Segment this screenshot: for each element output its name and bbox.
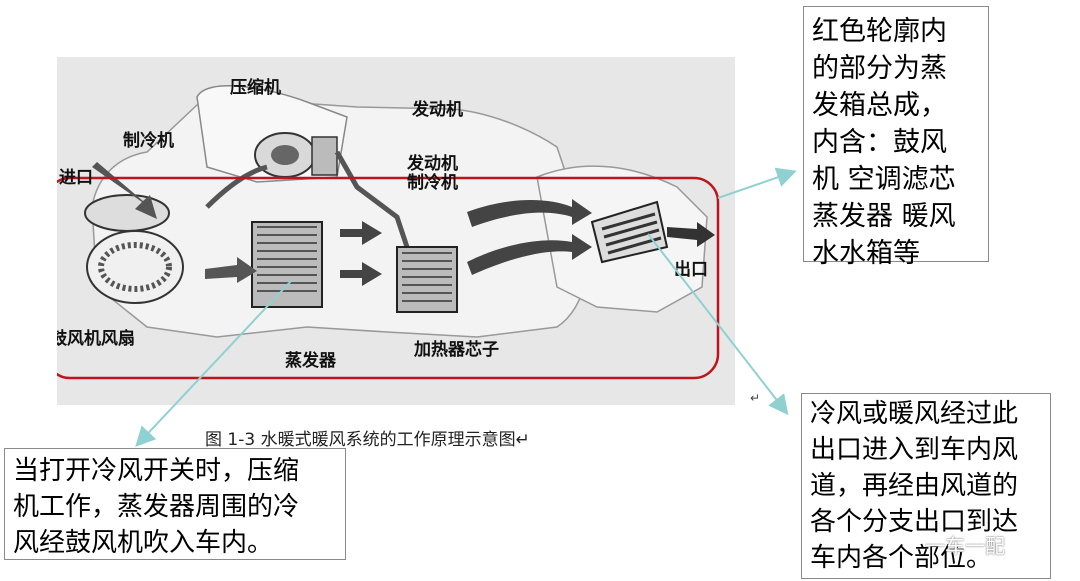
airflow-arrow-icon [467,234,592,275]
compressor-icon [254,132,338,178]
watermark: 一车一配 [925,534,1005,558]
callout-evaporator-assembly: 红色轮廓内 的部分为蒸 发箱总成， 内含：鼓风 机 空调滤芯 蒸发器 暖风 水水… [803,6,989,269]
airflow-arrow-icon [340,221,382,245]
return-mark: ↵ [750,391,761,405]
heater-core-icon [396,246,458,313]
label-evaporator: 蒸发器 [285,350,337,371]
label-compressor: 压缩机 [230,77,281,98]
figure-caption: 图 1-3 水暖式暖风系统的工作原理示意图↵ [205,430,530,450]
refrigerant-pipe [205,164,268,209]
callout-text: 红色轮廓内 的部分为蒸 发箱总成， 内含：鼓风 机 空调滤芯 蒸发器 暖风 水水… [812,16,956,269]
callout-cold-air: 当打开冷风开关时，压缩 机工作，蒸发器周围的冷 风经鼓风机吹入车内。 [4,448,346,560]
callout-outlet: 冷风或暖风经过此 出口进入到车内风 道，再经由风道的 各个分支出口到达 车内各个… [801,393,1051,579]
label-inlet: 进口 [59,168,93,188]
evaporator-icon [251,221,323,308]
airflow-arrow-icon [467,199,592,227]
inlet-arrow-icon [92,162,157,219]
label-engine-2: 发动机 [406,153,458,174]
blower-fan-icon [84,194,184,304]
hvac-diagram-figure: 压缩机 发动机 制冷机 发动机 制冷机 进口 出口 鼓风机风扇 蒸发器 加热器芯… [57,57,735,405]
airflow-arrow-icon [340,262,382,286]
label-refrigerant: 制冷机 [123,130,174,151]
heater-pipe [334,150,410,248]
hvac-diagram-drawing: 压缩机 发动机 制冷机 发动机 制冷机 进口 出口 鼓风机风扇 蒸发器 加热器芯… [57,77,720,380]
label-outlet: 出口 [674,259,708,280]
callout-text: 冷风或暖风经过此 出口进入到车内风 道，再经由风道的 各个分支出口到达 车内各个… [810,399,1019,573]
label-engine-1: 发动机 [411,99,463,120]
callout-text: 当打开冷风开关时，压缩 机工作，蒸发器周围的冷 风经鼓风机吹入车内。 [13,456,300,558]
label-blower-fan: 鼓风机风扇 [57,328,135,349]
airflow-arrow-icon [205,257,257,283]
label-heater-core: 加热器芯子 [413,339,499,360]
label-refrigerant-2: 制冷机 [407,172,458,193]
